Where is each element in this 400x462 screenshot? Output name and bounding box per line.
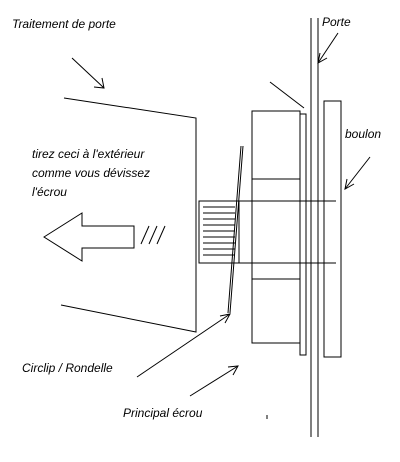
circlip-pointer-arrow xyxy=(136,313,231,378)
diagram-title: Traitement de porte xyxy=(12,17,116,31)
label-main-nut: Principal écrou xyxy=(123,406,203,420)
pull-direction-arrow xyxy=(43,212,135,262)
instruction-line-1: tirez ceci à l'extérieur xyxy=(32,147,145,161)
bolt xyxy=(323,100,342,358)
circlip xyxy=(227,145,242,314)
instruction-line-3: l'écrou xyxy=(32,185,67,199)
threaded-shaft xyxy=(198,200,240,264)
hatch-mark-1 xyxy=(140,225,150,245)
hatch-mark-2 xyxy=(148,225,158,245)
door-pointer-arrow xyxy=(317,32,339,64)
door-plate xyxy=(299,113,307,356)
main-nut xyxy=(251,110,301,344)
title-pointer-arrow xyxy=(71,57,105,89)
door-handle-outline xyxy=(60,97,197,333)
hatch-mark-3 xyxy=(156,225,166,245)
instruction-text: tirez ceci à l'extérieur comme vous dévi… xyxy=(32,145,150,202)
plate-top-bevel xyxy=(269,81,305,109)
main-nut-pointer-arrow xyxy=(189,365,239,397)
label-door: Porte xyxy=(322,15,351,29)
bolt-pointer-arrow xyxy=(344,156,371,190)
label-circlip: Circlip / Rondelle xyxy=(22,361,113,375)
title-pointer-arrowhead xyxy=(93,77,105,89)
instruction-line-2: comme vous dévissez xyxy=(32,166,151,180)
label-bolt: boulon xyxy=(345,127,382,141)
